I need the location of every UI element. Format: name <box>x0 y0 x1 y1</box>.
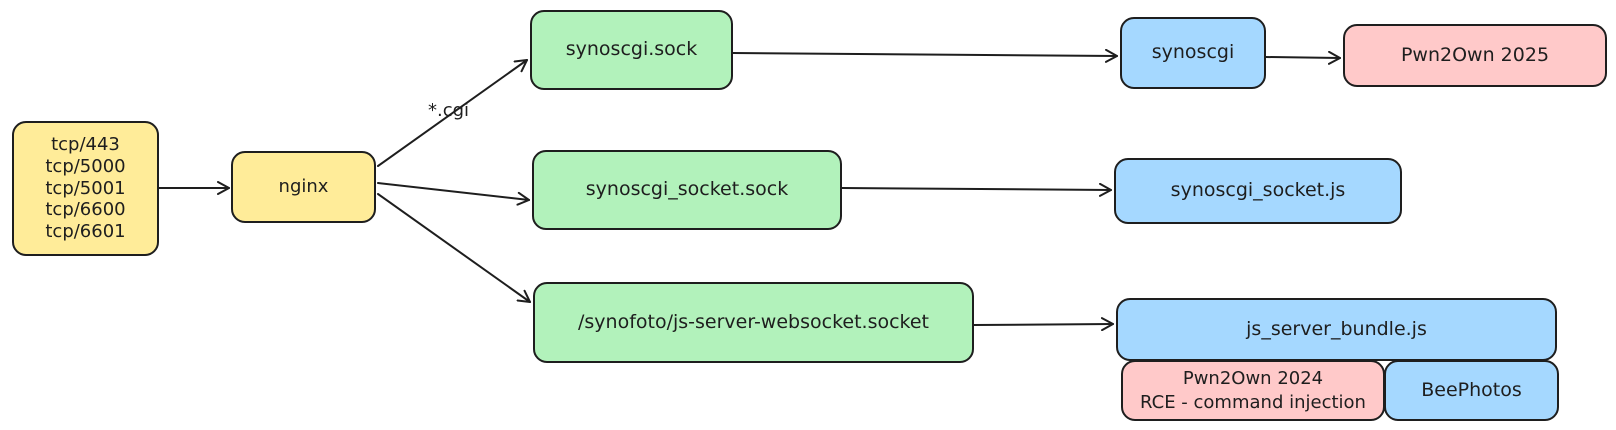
websocket-socket-node: /synofoto/js-server-websocket.socket <box>533 282 974 363</box>
synoscgi-sock-node: synoscgi.sock <box>530 10 733 90</box>
arrow-nginx-to-synoscgi-sock <box>377 59 528 167</box>
beephotos-node: BeePhotos <box>1384 360 1559 421</box>
arrow-websocket-to-bundle <box>973 317 1114 332</box>
ports-node: tcp/443 tcp/5000 tcp/5001 tcp/6600 tcp/6… <box>12 121 159 256</box>
arrow-socket-sock-to-socket-js <box>841 182 1112 197</box>
arrow-nginx-to-websocket-socket <box>377 193 531 303</box>
arrow-nginx-to-synoscgi-socket-sock <box>377 182 530 206</box>
pwn2own-2025-node: Pwn2Own 2025 <box>1343 24 1607 87</box>
synoscgi-socket-sock-node: synoscgi_socket.sock <box>532 150 842 230</box>
arrow-synoscgi-to-pwn2own-2025 <box>1265 50 1341 65</box>
synoscgi-node: synoscgi <box>1120 17 1266 89</box>
arrow-synoscgi-sock-to-synoscgi <box>732 48 1118 63</box>
synoscgi-socket-js-node: synoscgi_socket.js <box>1114 158 1402 224</box>
nginx-node: nginx <box>231 151 376 223</box>
edge-label-cgi: *.cgi <box>428 100 470 121</box>
js-server-bundle-node: js_server_bundle.js <box>1116 298 1557 361</box>
pwn2own-2024-node: Pwn2Own 2024 RCE - command injection <box>1121 360 1385 421</box>
